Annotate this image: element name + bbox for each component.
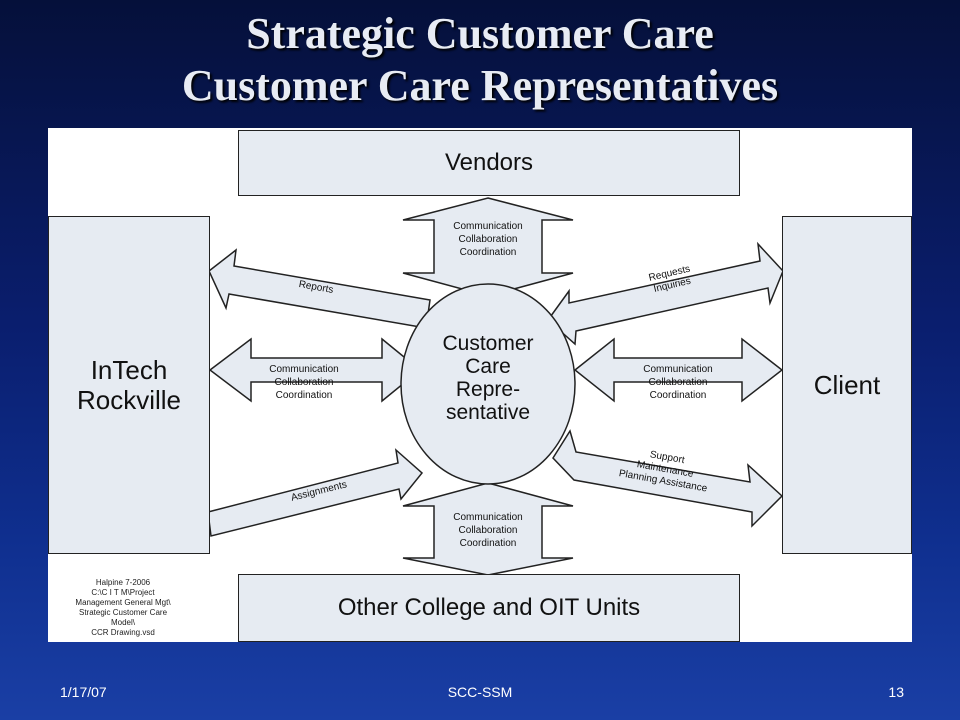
- other-units-box: Other College and OIT Units: [238, 574, 740, 642]
- ccc-left-label: Communication Collaboration Coordination: [269, 364, 339, 401]
- footer-page-number: 13: [888, 684, 904, 700]
- footer-date: 1/17/07: [60, 684, 107, 700]
- client-box: Client: [782, 216, 912, 554]
- ccr-ellipse: [400, 283, 576, 485]
- arrow-requests: [546, 241, 784, 346]
- title-line-2: Customer Care Representatives: [181, 61, 779, 110]
- ccr-label: Customer Care Repre- sentative: [442, 332, 534, 424]
- file-note: Halpine 7-2006 C:\C I T M\Project Manage…: [75, 578, 171, 637]
- diagram-panel: Vendors InTech Rockville Client Other Co…: [48, 128, 912, 642]
- ccc-right-label: Communication Collaboration Coordination: [643, 364, 713, 401]
- slide-title: Strategic Customer Care Customer Care Re…: [0, 8, 960, 112]
- ccc-top-label: Communication Collaboration Coordination: [453, 221, 523, 258]
- intech-label: InTech Rockville: [76, 355, 182, 415]
- ccc-bottom-label: Communication Collaboration Coordination: [453, 512, 523, 549]
- footer-center: SCC-SSM: [447, 684, 513, 700]
- other-units-label: Other College and OIT Units: [337, 594, 641, 621]
- arrow-support: [552, 429, 784, 528]
- vendors-box: Vendors: [238, 130, 740, 196]
- arrow-assignments: [207, 448, 424, 537]
- title-line-1: Strategic Customer Care: [246, 9, 714, 58]
- client-label: Client: [813, 369, 881, 400]
- intech-box: InTech Rockville: [48, 216, 210, 554]
- vendors-label: Vendors: [444, 149, 534, 176]
